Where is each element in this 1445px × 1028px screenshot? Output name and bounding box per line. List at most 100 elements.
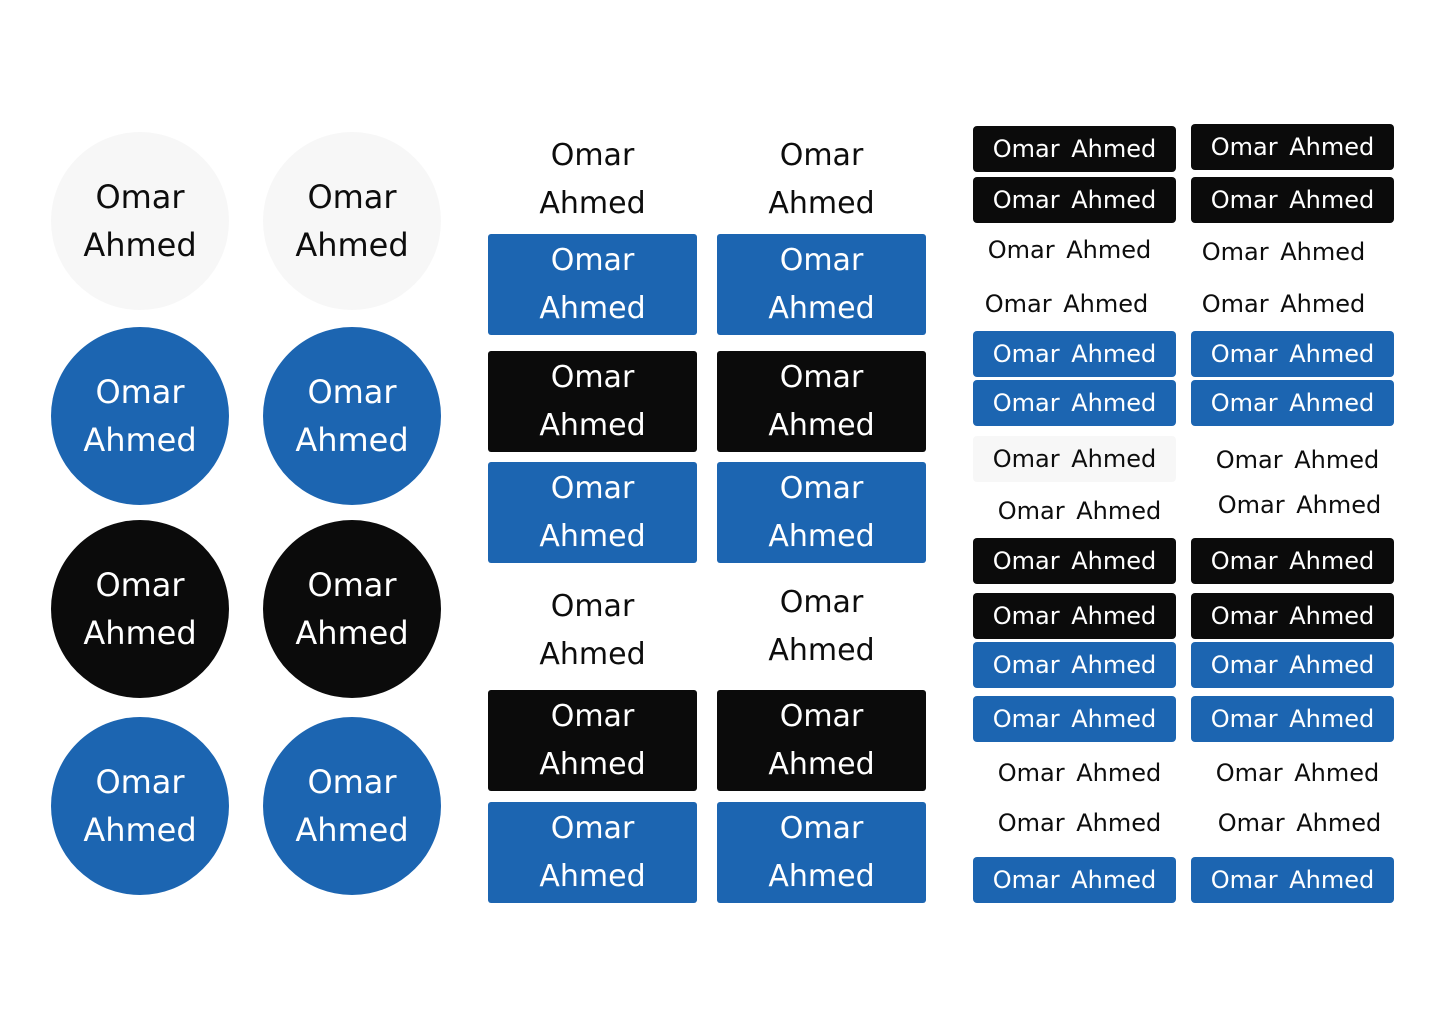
- label-last-name: Ahmed: [768, 518, 875, 554]
- label-full-name: Omar Ahmed: [992, 389, 1157, 417]
- small-label: Omar Ahmed: [973, 380, 1176, 426]
- label-full-name: Omar Ahmed: [992, 186, 1157, 214]
- label-first-name: Omar: [550, 810, 635, 846]
- label-first-name: Omar: [307, 373, 397, 411]
- label-first-name: Omar: [550, 137, 635, 173]
- circle-label: Omar Ahmed: [263, 520, 441, 698]
- label-first-name: Omar: [95, 373, 185, 411]
- label-last-name: Ahmed: [539, 290, 646, 326]
- small-label: Omar Ahmed: [973, 177, 1176, 223]
- rect-label: Omar Ahmed: [717, 351, 926, 452]
- circle-label: Omar Ahmed: [51, 132, 229, 310]
- rect-label: Omar Ahmed: [717, 802, 926, 903]
- label-first-name: Omar: [307, 178, 397, 216]
- label-full-name: Omar Ahmed: [992, 135, 1157, 163]
- label-first-name: Omar: [550, 359, 635, 395]
- small-label: Omar Ahmed: [973, 857, 1176, 903]
- label-first-name: Omar: [95, 566, 185, 604]
- small-label: Omar Ahmed: [1191, 642, 1394, 688]
- label-last-name: Ahmed: [539, 746, 646, 782]
- label-last-name: Ahmed: [768, 185, 875, 221]
- label-last-name: Ahmed: [768, 746, 875, 782]
- small-label: Omar Ahmed: [1191, 380, 1394, 426]
- label-last-name: Ahmed: [295, 421, 409, 459]
- small-label: Omar Ahmed: [973, 331, 1176, 377]
- label-full-name: Omar Ahmed: [992, 445, 1157, 473]
- small-label: Omar Ahmed: [1191, 177, 1394, 223]
- small-label: Omar Ahmed: [978, 488, 1181, 534]
- label-first-name: Omar: [550, 698, 635, 734]
- rect-label: Omar Ahmed: [488, 234, 697, 335]
- label-full-name: Omar Ahmed: [992, 866, 1157, 894]
- small-label: Omar Ahmed: [1191, 538, 1394, 584]
- label-full-name: Omar Ahmed: [992, 340, 1157, 368]
- label-first-name: Omar: [779, 584, 864, 620]
- small-label: Omar Ahmed: [1191, 124, 1394, 170]
- label-full-name: Omar Ahmed: [1215, 446, 1380, 474]
- rect-label: Omar Ahmed: [717, 234, 926, 335]
- label-last-name: Ahmed: [539, 185, 646, 221]
- label-full-name: Omar Ahmed: [992, 602, 1157, 630]
- label-first-name: Omar: [779, 137, 864, 173]
- label-first-name: Omar: [779, 698, 864, 734]
- label-full-name: Omar Ahmed: [992, 547, 1157, 575]
- label-full-name: Omar Ahmed: [1210, 186, 1375, 214]
- rect-label: Omar Ahmed: [488, 129, 697, 230]
- circle-label: Omar Ahmed: [263, 132, 441, 310]
- label-full-name: Omar Ahmed: [1217, 809, 1382, 837]
- circle-label: Omar Ahmed: [51, 327, 229, 505]
- small-label: Omar Ahmed: [968, 227, 1171, 273]
- small-label: Omar Ahmed: [973, 436, 1176, 482]
- label-last-name: Ahmed: [83, 421, 197, 459]
- rect-label: Omar Ahmed: [717, 576, 926, 677]
- label-full-name: Omar Ahmed: [1210, 705, 1375, 733]
- small-label: Omar Ahmed: [1196, 437, 1399, 483]
- small-label: Omar Ahmed: [1198, 800, 1401, 846]
- label-last-name: Ahmed: [768, 290, 875, 326]
- label-full-name: Omar Ahmed: [1210, 389, 1375, 417]
- circle-label: Omar Ahmed: [263, 327, 441, 505]
- label-full-name: Omar Ahmed: [1210, 866, 1375, 894]
- small-label: Omar Ahmed: [973, 126, 1176, 172]
- label-first-name: Omar: [95, 178, 185, 216]
- small-label: Omar Ahmed: [1182, 229, 1385, 275]
- label-full-name: Omar Ahmed: [987, 236, 1152, 264]
- rect-label: Omar Ahmed: [488, 690, 697, 791]
- small-label: Omar Ahmed: [973, 642, 1176, 688]
- small-label: Omar Ahmed: [1196, 750, 1399, 796]
- label-full-name: Omar Ahmed: [992, 651, 1157, 679]
- label-last-name: Ahmed: [768, 632, 875, 668]
- label-first-name: Omar: [307, 566, 397, 604]
- label-full-name: Omar Ahmed: [1217, 491, 1382, 519]
- small-label: Omar Ahmed: [1191, 857, 1394, 903]
- small-label: Omar Ahmed: [1191, 696, 1394, 742]
- small-label: Omar Ahmed: [973, 593, 1176, 639]
- label-first-name: Omar: [550, 470, 635, 506]
- rect-label: Omar Ahmed: [488, 351, 697, 452]
- label-last-name: Ahmed: [539, 858, 646, 894]
- label-first-name: Omar: [307, 763, 397, 801]
- label-full-name: Omar Ahmed: [997, 497, 1162, 525]
- label-full-name: Omar Ahmed: [1210, 651, 1375, 679]
- label-last-name: Ahmed: [295, 226, 409, 264]
- small-label: Omar Ahmed: [973, 538, 1176, 584]
- small-label: Omar Ahmed: [978, 750, 1181, 796]
- label-full-name: Omar Ahmed: [1210, 340, 1375, 368]
- label-first-name: Omar: [550, 588, 635, 624]
- small-label: Omar Ahmed: [973, 696, 1176, 742]
- label-last-name: Ahmed: [539, 407, 646, 443]
- label-first-name: Omar: [779, 242, 864, 278]
- rect-label: Omar Ahmed: [717, 462, 926, 563]
- small-label: Omar Ahmed: [1198, 482, 1401, 528]
- label-last-name: Ahmed: [768, 858, 875, 894]
- rect-label: Omar Ahmed: [717, 690, 926, 791]
- rect-label: Omar Ahmed: [717, 129, 926, 230]
- label-last-name: Ahmed: [83, 226, 197, 264]
- label-full-name: Omar Ahmed: [1210, 547, 1375, 575]
- label-first-name: Omar: [779, 810, 864, 846]
- label-last-name: Ahmed: [83, 614, 197, 652]
- label-last-name: Ahmed: [295, 811, 409, 849]
- small-label: Omar Ahmed: [1182, 281, 1385, 327]
- label-last-name: Ahmed: [539, 636, 646, 672]
